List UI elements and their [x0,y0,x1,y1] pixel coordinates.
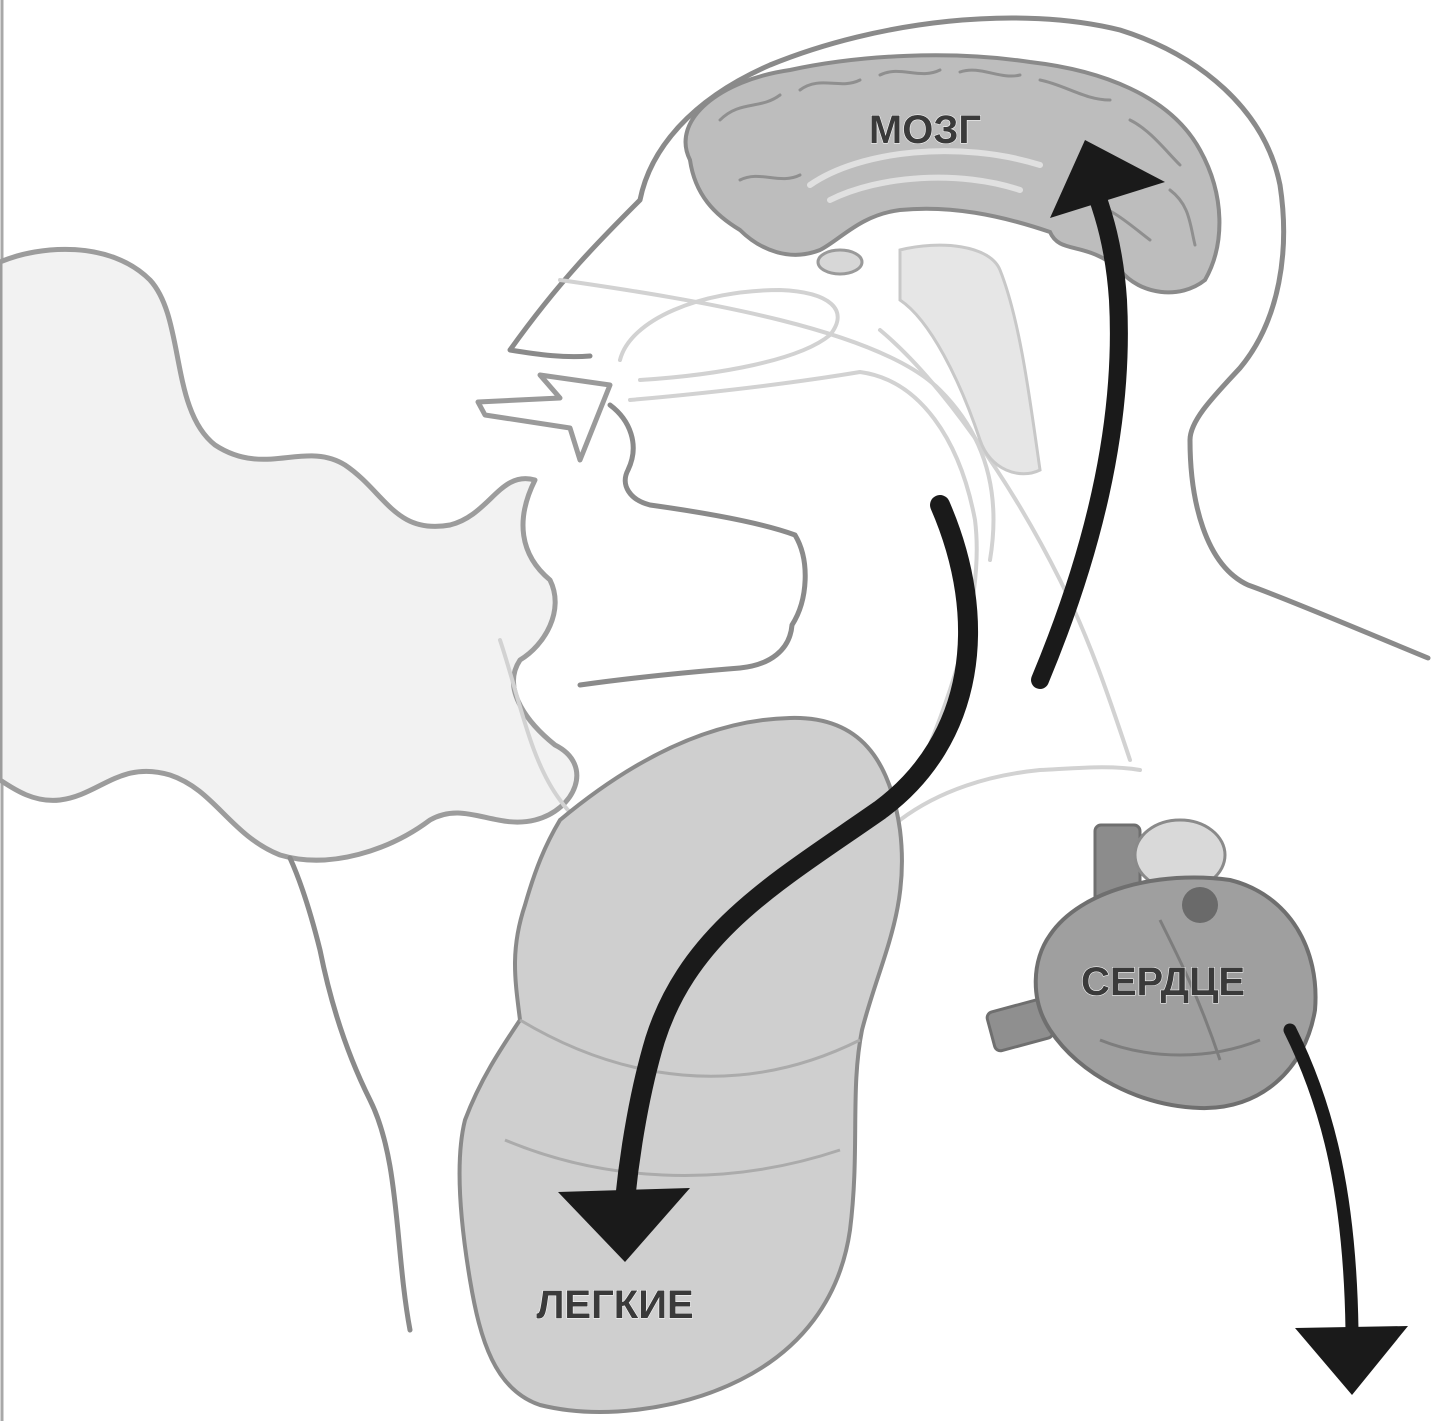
inhale-arrow [478,375,610,460]
nasal-passage-upper [620,290,838,380]
arrow-from-heart-head [1295,1326,1408,1395]
arrow-from-heart-shaft [1290,1030,1352,1330]
neck-front-outline [290,858,410,1330]
olfactory-bulb [818,250,862,274]
heart: СЕРДЦЕ [986,820,1316,1108]
shoulder-outline [900,767,1140,820]
heart-vessel-opening [1182,887,1218,923]
arrow-to-brain-shaft [1040,190,1119,680]
face-lower-outline [580,405,805,685]
lungs-label: ЛЕГКИЕ [536,1283,693,1327]
brainstem [900,245,1040,474]
heart-label: СЕРДЦЕ [1081,960,1245,1004]
odor-cloud [0,249,577,860]
brain-label: МОЗГ [869,108,981,152]
